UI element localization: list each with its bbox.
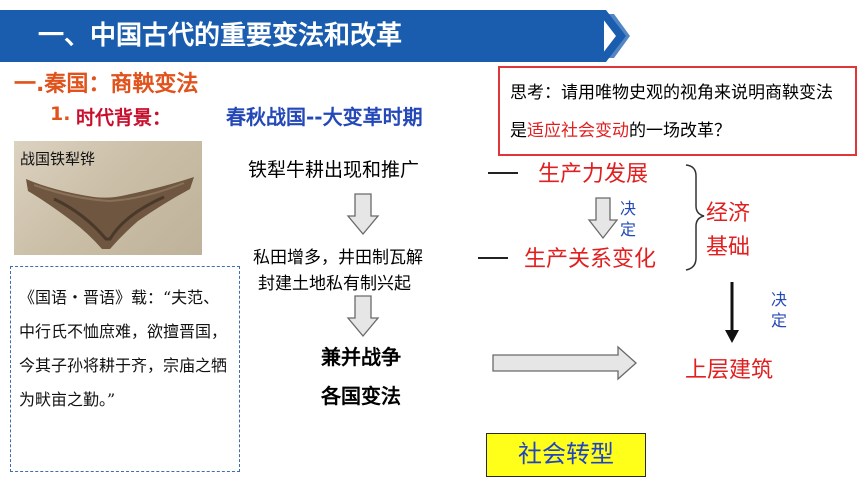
section-title: 一.秦国：商鞅变法 <box>14 72 199 97</box>
production-relations-label: 生产关系变化 <box>524 247 657 272</box>
brace <box>685 164 705 271</box>
private-land-node: 私田增多，井田制瓦解 <box>253 248 423 268</box>
quote-box: 《国语・晋语》载：“夫范、中行氏不恤庶难，欲擅晋国，今其子孙将耕于齐，宗庙之牺为… <box>10 266 240 472</box>
down-arrow-3 <box>587 197 619 240</box>
background-number: 1. <box>50 103 71 125</box>
chevron-right-icon <box>596 10 630 62</box>
decide-down-arrow <box>725 282 739 343</box>
economic-base-label-2: 基础 <box>706 235 751 260</box>
think-highlight: 适应社会变动 <box>527 121 629 141</box>
down-arrow-2 <box>346 295 380 338</box>
decide-label: 决定 <box>620 199 637 239</box>
iron-plow-node: 铁犁牛耕出现和推广 <box>248 159 420 181</box>
page-title: 一、中国古代的重要变法和改革 <box>38 21 403 51</box>
background-value: 春秋战国--大变革时期 <box>226 105 423 129</box>
annexation-war-node: 兼并战争 <box>321 345 401 369</box>
think-prefix: 思考：请用唯物史观的视角来说明商鞅变法是 <box>510 83 833 141</box>
productivity-label: 生产力发展 <box>538 162 649 187</box>
iron-plowshare-image <box>14 141 202 255</box>
background-label: 时代背景： <box>76 107 172 129</box>
artifact-label: 战国铁犁铧 <box>20 150 96 168</box>
reforms-node: 各国变法 <box>321 384 401 408</box>
connector-line <box>488 172 518 174</box>
title-banner <box>0 10 604 62</box>
down-arrow-1 <box>346 193 380 236</box>
right-arrow <box>492 345 637 381</box>
connector-line <box>478 257 508 259</box>
social-transformation-box: 社会转型 <box>486 433 646 477</box>
economic-base-label: 经济 <box>706 201 751 226</box>
superstructure-label: 上层建筑 <box>685 358 774 383</box>
feudal-land-node: 封建土地私有制兴起 <box>258 274 411 294</box>
think-suffix: 的一场改革？ <box>629 121 731 141</box>
think-question-box: 思考：请用唯物史观的视角来说明商鞅变法是适应社会变动的一场改革？ <box>498 66 857 156</box>
decide-label-2: 决定 <box>771 290 788 330</box>
